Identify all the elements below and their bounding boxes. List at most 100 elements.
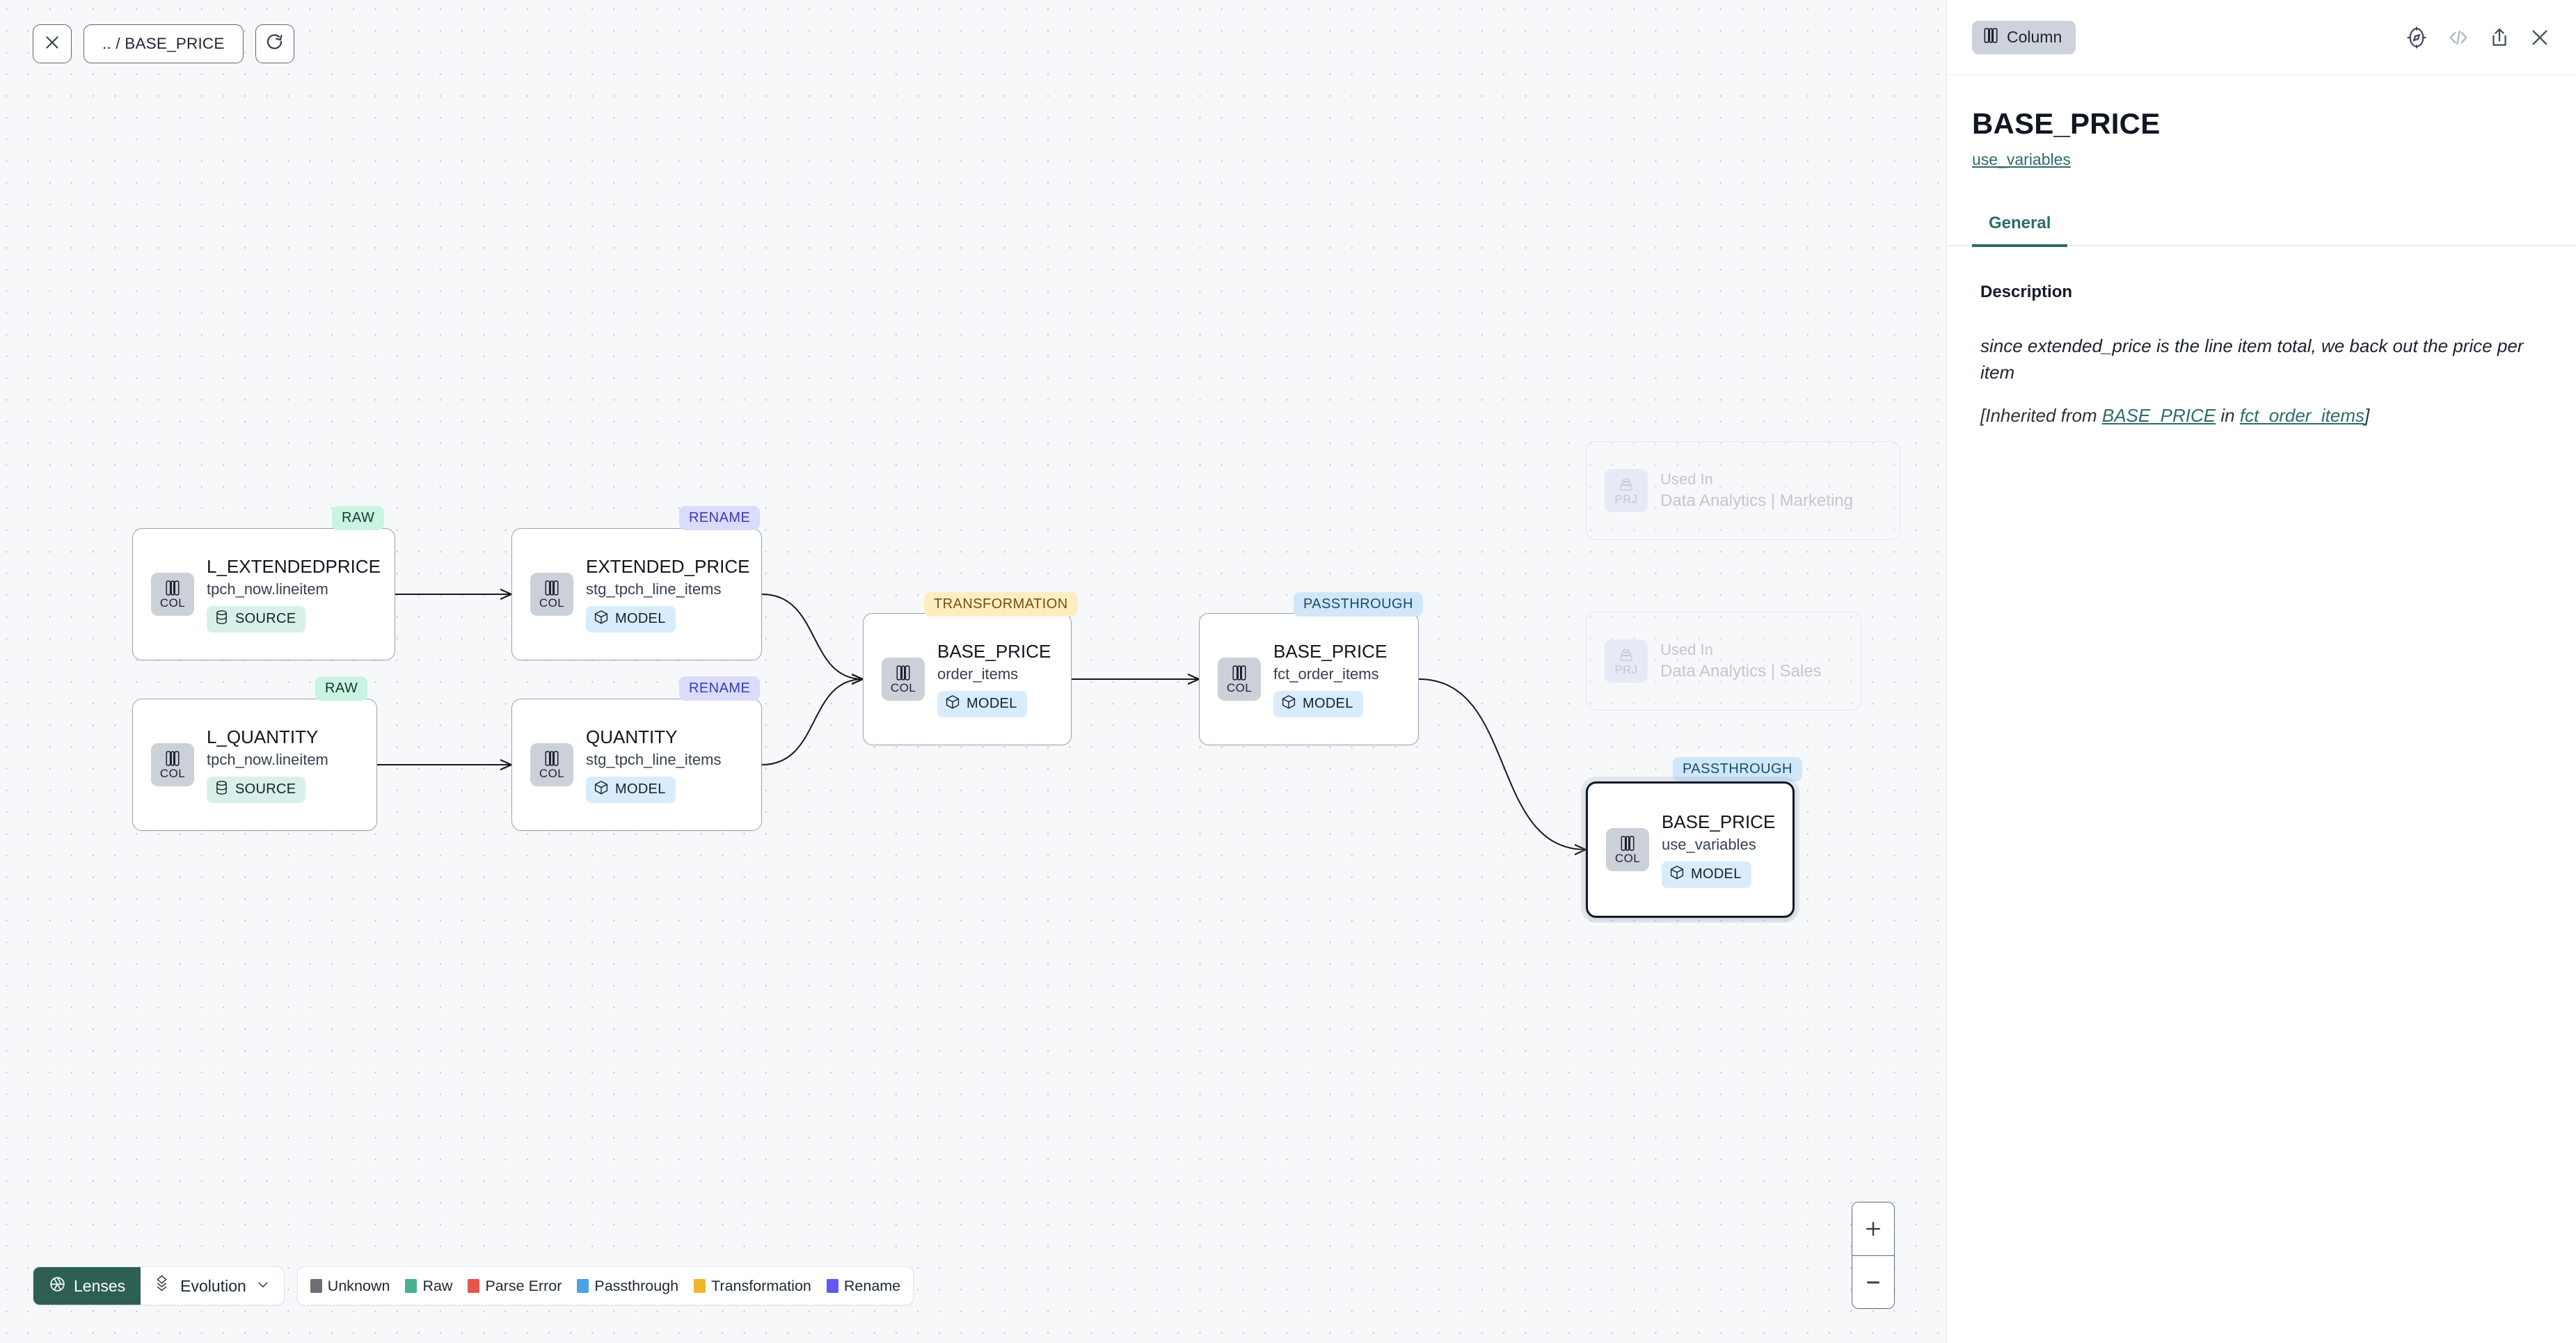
lineage-edge-extended_price (761, 594, 863, 679)
col-chip-label: COL (159, 596, 186, 610)
inherited-suffix: ] (2364, 405, 2370, 427)
node-type-label: MODEL (1691, 866, 1742, 882)
node-subtitle: use_variables (1662, 836, 1756, 854)
inherited-middle: in (2216, 405, 2240, 427)
canvas-toolbar: .. / BASE_PRICE (33, 24, 294, 63)
inherited-column-link[interactable]: BASE_PRICE (2101, 405, 2216, 427)
col-chip-label: COL (1226, 681, 1253, 694)
ghost-value: Data Analytics | Marketing (1660, 491, 1854, 510)
ghost-label: Used In (1660, 470, 1713, 488)
inherited-prefix: [Inherited from (1980, 405, 2102, 427)
refresh-button[interactable] (255, 24, 294, 63)
legend-label: Parse Error (485, 1277, 562, 1294)
close-icon[interactable] (2529, 26, 2551, 49)
node-type-pill: SOURCE (207, 605, 306, 633)
entity-kind-chip: Column (1972, 20, 2076, 54)
node-type-pill: MODEL (937, 690, 1027, 717)
tab-general[interactable]: General (1972, 214, 2068, 247)
node-badge-fct_order_items: PASSTHROUGH (1294, 592, 1423, 617)
panel-tabs: General (1947, 214, 2576, 247)
zoom-in-button[interactable] (1852, 1202, 1894, 1255)
panel-header: Column (1947, 0, 2576, 75)
lineage-edge-fct_order_items (1418, 678, 1586, 850)
legend-swatch (577, 1279, 589, 1293)
ghost-body: Used In Data Analytics | Marketing (1660, 469, 1870, 512)
inherited-model-link[interactable]: fct_order_items (2239, 405, 2365, 427)
column-icon (1983, 27, 1998, 48)
ghost-node-used-in-marketing[interactable]: PRJ Used In Data Analytics | Marketing (1586, 441, 1900, 540)
node-subtitle: order_items (937, 665, 1019, 683)
breadcrumb[interactable]: .. / BASE_PRICE (84, 24, 244, 63)
legend-swatch (310, 1279, 322, 1293)
node-subtitle: tpch_now.lineitem (207, 580, 328, 598)
cube-icon (945, 694, 960, 714)
details-panel: Column (1946, 0, 2576, 1343)
node-badge-order_items: TRANSFORMATION (924, 592, 1078, 617)
chevron-down-icon (256, 1277, 270, 1296)
lineage-edge-quantity (761, 679, 863, 765)
node-type-label: MODEL (967, 696, 1017, 712)
legend-item: Raw (405, 1278, 452, 1295)
cube-icon (594, 610, 609, 629)
legend-item: Transformation (694, 1278, 811, 1295)
share-icon[interactable] (2488, 26, 2511, 49)
ghost-value: Data Analytics | Sales (1660, 661, 1822, 681)
ghost-label: Used In (1660, 640, 1713, 658)
node-type-pill: MODEL (586, 776, 676, 803)
node-type-pill: MODEL (586, 605, 676, 633)
ghost-body: Used In Data Analytics | Sales (1660, 639, 1838, 683)
node-type-label: MODEL (615, 781, 666, 797)
cube-icon (594, 780, 609, 800)
zoom-controls (1852, 1202, 1895, 1309)
zoom-out-button[interactable] (1852, 1255, 1894, 1308)
legend-item: Unknown (310, 1278, 390, 1295)
lens-group: Lenses Evolution (33, 1266, 285, 1305)
node-subtitle: stg_tpch_line_items (586, 751, 722, 769)
col-chip-label: COL (539, 767, 565, 780)
parent-model-link[interactable]: use_variables (1972, 150, 2071, 168)
prj-chip-label: PRJ (1614, 493, 1638, 506)
lineage-canvas[interactable]: .. / BASE_PRICE PRJ Used In Data Analytics… (0, 0, 1946, 1343)
column-icon: COL (530, 573, 573, 616)
column-icon: COL (1606, 828, 1649, 871)
node-badge-l_extendedprice: RAW (332, 506, 385, 530)
evolution-select[interactable]: Evolution (141, 1267, 284, 1305)
legend-item: Rename (826, 1277, 901, 1295)
legend-swatch (694, 1279, 706, 1293)
node-type-label: SOURCE (235, 611, 296, 627)
legend-label: Raw (422, 1277, 453, 1294)
legend-label: Rename (843, 1277, 901, 1294)
legend-swatch (468, 1279, 480, 1293)
bottom-toolbar: Lenses Evolution Unknown Raw Parse Error Pa… (33, 1266, 914, 1305)
node-type-label: SOURCE (235, 781, 296, 797)
legend-label: Transformation (711, 1277, 811, 1294)
legend-item: Passthrough (577, 1278, 678, 1295)
node-subtitle: tpch_now.lineitem (207, 751, 328, 769)
node-type-label: MODEL (615, 611, 666, 627)
panel-actions (2405, 26, 2551, 49)
explore-icon[interactable] (2405, 26, 2428, 49)
code-icon[interactable] (2447, 26, 2470, 49)
col-chip-label: COL (890, 681, 916, 694)
node-type-label: MODEL (1303, 696, 1353, 712)
close-lineage-button[interactable] (33, 24, 72, 63)
evolution-icon (153, 1274, 170, 1298)
cube-icon (1669, 865, 1685, 884)
lineage-legend: Unknown Raw Parse Error Passthrough Transfor… (296, 1266, 914, 1305)
node-type-pill: SOURCE (207, 776, 306, 803)
col-chip-label: COL (1614, 852, 1641, 865)
lenses-button[interactable]: Lenses (33, 1267, 141, 1305)
